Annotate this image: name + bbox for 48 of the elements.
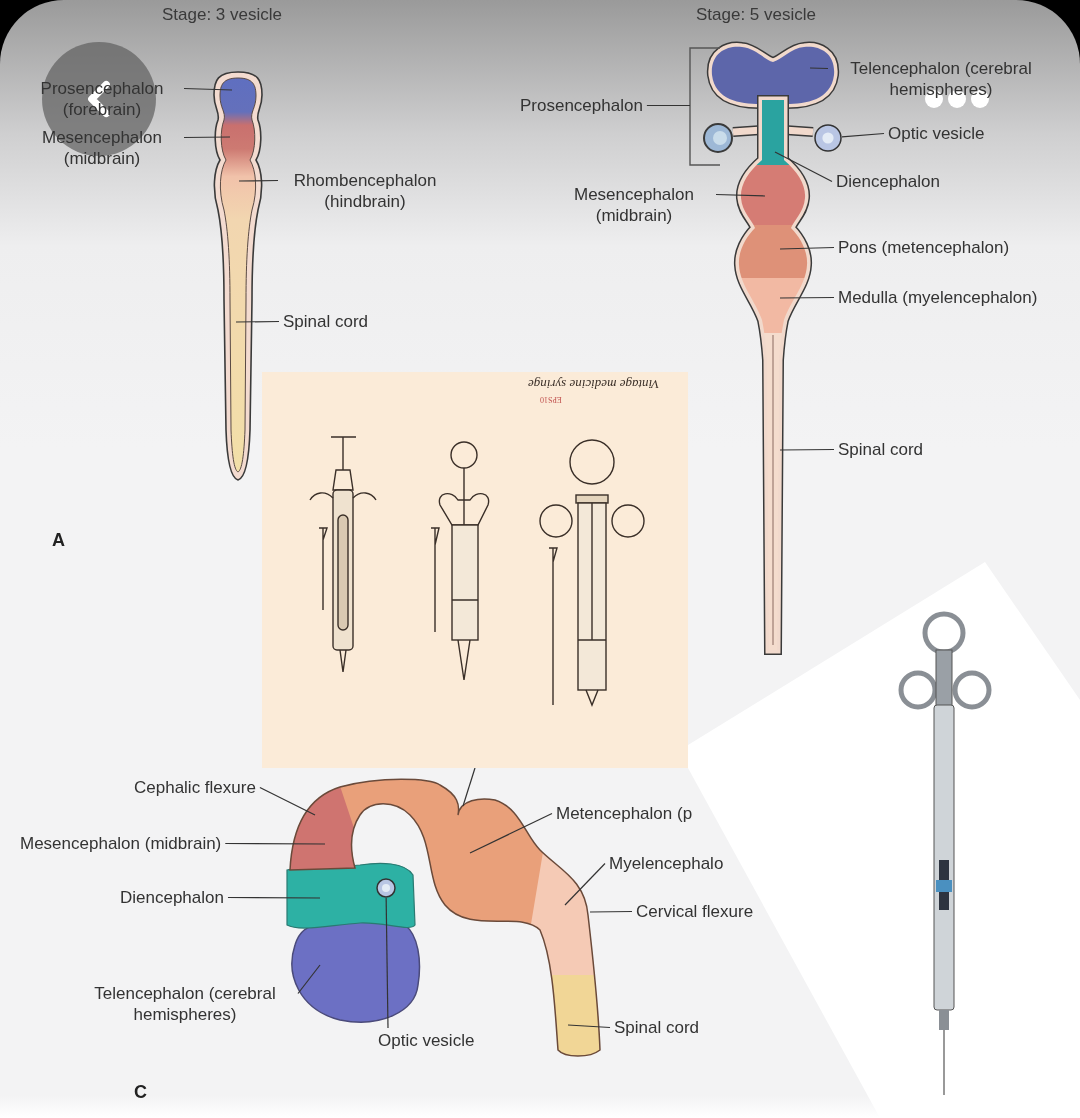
structure-label: Mesencephalon (midbrain) xyxy=(556,184,712,226)
structure-label: Metencephalon (p xyxy=(556,803,693,824)
structure-label: Optic vesicle xyxy=(888,123,985,144)
leader-line xyxy=(715,193,766,197)
leader-line xyxy=(589,910,633,913)
optic-vesicle xyxy=(814,124,842,152)
structure-label: Mesencephalon (midbrain) xyxy=(20,833,222,854)
leader-line xyxy=(774,151,833,183)
leader-line xyxy=(841,132,885,138)
structure-label: Pons (metencephalon) xyxy=(838,237,1010,258)
structure-label: Medulla (myelencephalon) xyxy=(838,287,1038,308)
leader-line xyxy=(238,179,279,182)
structure-label: Cervical flexure xyxy=(636,901,754,922)
leader-line xyxy=(646,104,691,107)
structure-label: Spinal cord xyxy=(614,1017,700,1038)
leader-line xyxy=(469,812,553,854)
leader-line xyxy=(779,296,835,299)
illustration-note: EPS10 xyxy=(540,394,562,404)
leader-line xyxy=(235,320,280,323)
illustration-caption: Vintage medicine syringe xyxy=(528,376,660,393)
leader-line xyxy=(809,67,829,70)
structure-label: Prosencephalon xyxy=(520,95,643,116)
structure-label: Diencephalon xyxy=(836,171,940,192)
bracket xyxy=(689,47,721,166)
leader-line xyxy=(227,896,321,899)
leader-line xyxy=(297,964,321,995)
structure-label: Telencephalon (cerebral hemispheres) xyxy=(832,58,1050,100)
structure-label: Cephalic flexure xyxy=(134,777,256,798)
leader-line xyxy=(183,87,233,91)
leader-line xyxy=(567,1024,611,1029)
structure-label: Diencephalon xyxy=(120,887,224,908)
panel-letter: C xyxy=(134,1081,147,1104)
leader-line xyxy=(183,136,231,139)
panel-heading: Stage: 3 vesicle xyxy=(162,4,282,26)
leader-line xyxy=(224,842,326,845)
panel-heading: Stage: 5 vesicle xyxy=(696,4,816,26)
leader-line xyxy=(259,786,316,816)
structure-label: Spinal cord xyxy=(838,439,924,460)
panel-letter: A xyxy=(52,529,65,552)
optic-vesicle xyxy=(376,878,396,898)
leader-line xyxy=(564,862,606,906)
structure-label: Optic vesicle xyxy=(378,1030,475,1051)
structure-label: Telencephalon (cerebral hemispheres) xyxy=(76,983,294,1025)
structure-label: Spinal cord xyxy=(283,311,369,332)
structure-label: Myelencephalo xyxy=(609,853,724,874)
leader-line xyxy=(779,448,835,451)
structure-label: Rhombencephalon (hindbrain) xyxy=(282,170,448,212)
leader-line xyxy=(779,246,835,250)
